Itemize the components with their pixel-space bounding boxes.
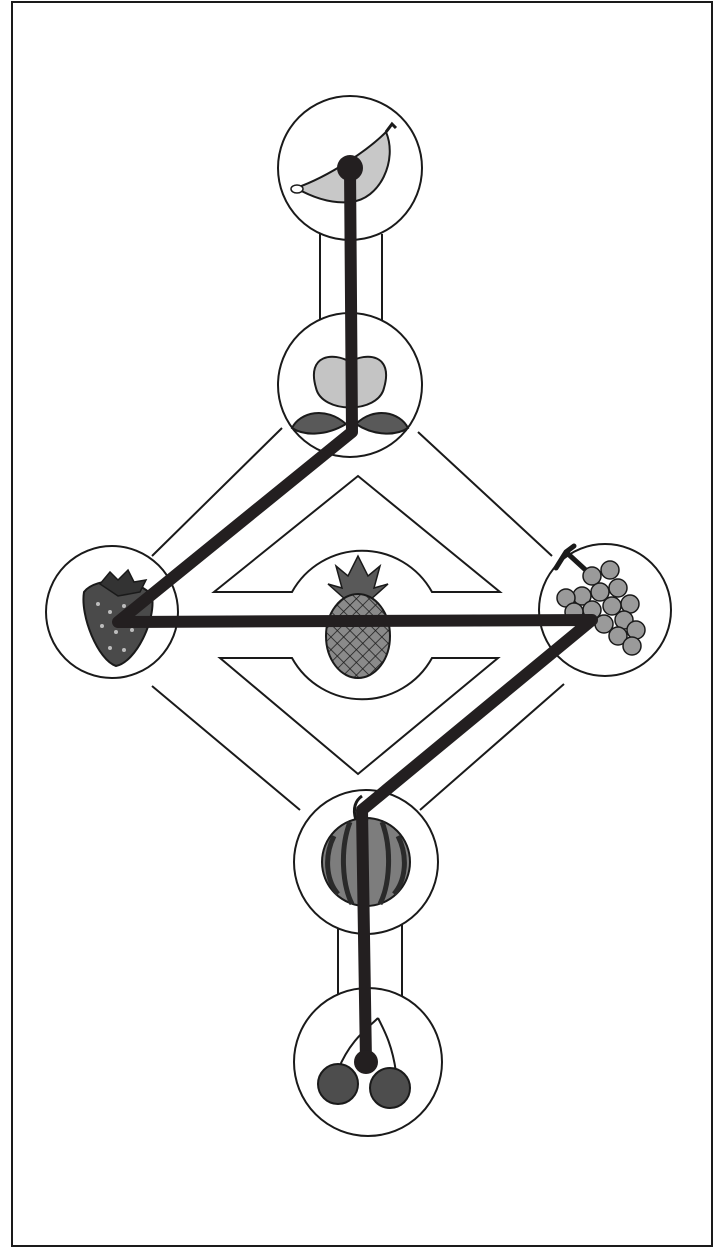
path-end-dot xyxy=(354,1050,378,1074)
path-start-dot xyxy=(337,155,363,181)
